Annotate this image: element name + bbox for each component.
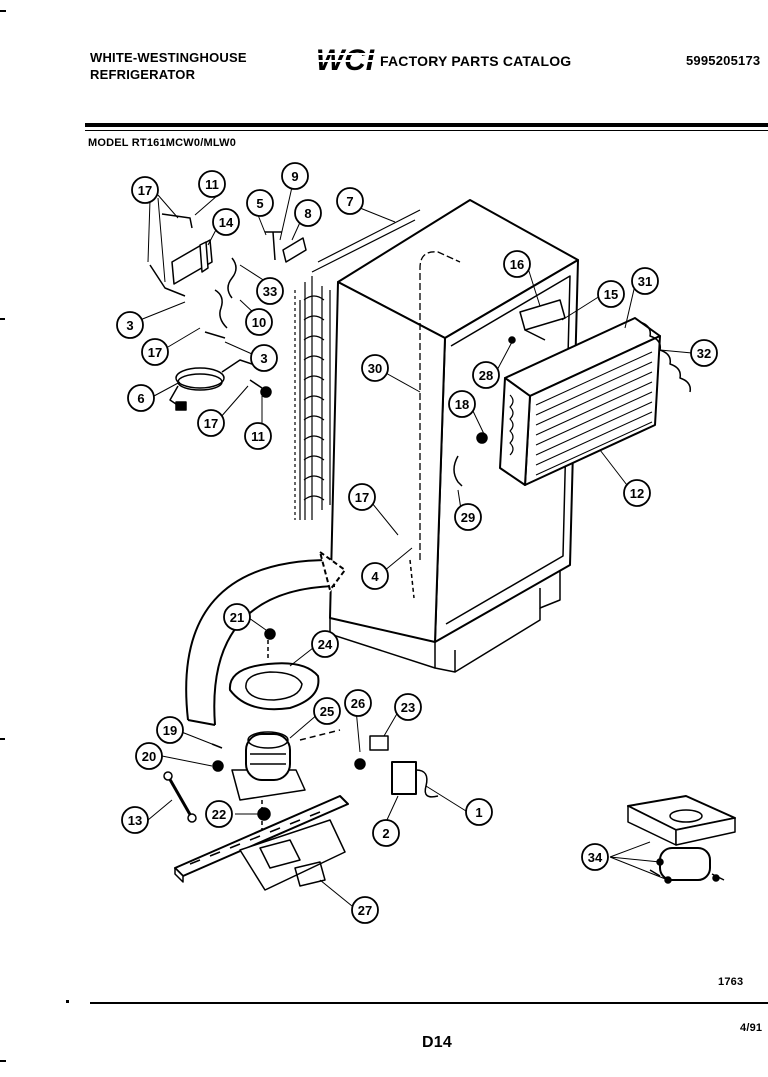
evaporator <box>499 317 692 486</box>
edge-tick <box>0 318 5 320</box>
callout-17: 17 <box>138 183 152 198</box>
callout-5: 5 <box>256 196 263 211</box>
callout-1: 1 <box>475 805 482 820</box>
callout-34: 34 <box>588 850 603 865</box>
power-cord <box>169 359 272 411</box>
wci-logo: WCI <box>312 42 378 76</box>
callout-26: 26 <box>351 696 365 711</box>
bracket-parts <box>149 213 307 339</box>
catalog-title: FACTORY PARTS CATALOG <box>380 53 572 69</box>
callout-13: 13 <box>128 813 142 828</box>
callout-6: 6 <box>137 391 144 406</box>
compressor <box>231 729 341 830</box>
product-type: REFRIGERATOR <box>90 67 196 82</box>
relay-overload <box>354 735 439 798</box>
catalog-date: 4/91 <box>740 1022 763 1034</box>
edge-tick <box>0 10 6 12</box>
header-rule-thin <box>85 130 768 131</box>
callout-2: 2 <box>382 826 389 841</box>
callout-22: 22 <box>212 807 226 822</box>
drain-pan <box>228 628 320 711</box>
callout-8: 8 <box>304 206 311 221</box>
edge-tick <box>0 1060 6 1062</box>
callout-3: 3 <box>126 318 133 333</box>
callout-17: 17 <box>148 345 162 360</box>
callout-25: 25 <box>320 704 334 719</box>
callout-32: 32 <box>697 346 711 361</box>
compressor-assembly <box>627 795 736 884</box>
callout-12: 12 <box>630 486 644 501</box>
callout-27: 27 <box>358 903 372 918</box>
callout-10: 10 <box>252 315 266 330</box>
drain-tube <box>419 251 461 560</box>
figure-number: 1763 <box>718 976 744 988</box>
callout-4: 4 <box>371 569 379 584</box>
callout-11: 11 <box>251 429 265 444</box>
callout-15: 15 <box>604 287 618 302</box>
catalog-number: 5995205173 <box>686 53 761 68</box>
page-code: D14 <box>422 1034 452 1051</box>
callout-21: 21 <box>230 610 244 625</box>
callout-30: 30 <box>368 361 382 376</box>
callout-7: 7 <box>346 194 353 209</box>
brand-name: WHITE-WESTINGHOUSE <box>90 50 247 65</box>
callout-20: 20 <box>142 749 156 764</box>
callout-17: 17 <box>355 490 369 505</box>
callout-31: 31 <box>638 274 652 289</box>
callout-balloons: 17 11 14 5 9 8 7 33 10 3 17 3 6 17 11 30… <box>116 162 718 924</box>
base-rail <box>174 795 349 891</box>
callout-18: 18 <box>455 397 469 412</box>
callout-19: 19 <box>163 723 177 738</box>
callout-16: 16 <box>510 257 524 272</box>
callout-17: 17 <box>204 416 218 431</box>
callout-29: 29 <box>461 510 475 525</box>
callout-24: 24 <box>318 637 333 652</box>
condenser-coil <box>294 209 421 520</box>
edge-tick <box>0 738 5 740</box>
callout-14: 14 <box>219 215 234 230</box>
callout-9: 9 <box>291 169 298 184</box>
stray-dot <box>66 1000 69 1003</box>
header-rule-thick <box>85 123 768 127</box>
callout-23: 23 <box>401 700 415 715</box>
callout-11: 11 <box>205 177 219 192</box>
model-label: MODEL RT161MCW0/MLW0 <box>88 137 237 149</box>
callout-28: 28 <box>479 368 493 383</box>
callout-3: 3 <box>260 351 267 366</box>
callout-33: 33 <box>263 284 277 299</box>
